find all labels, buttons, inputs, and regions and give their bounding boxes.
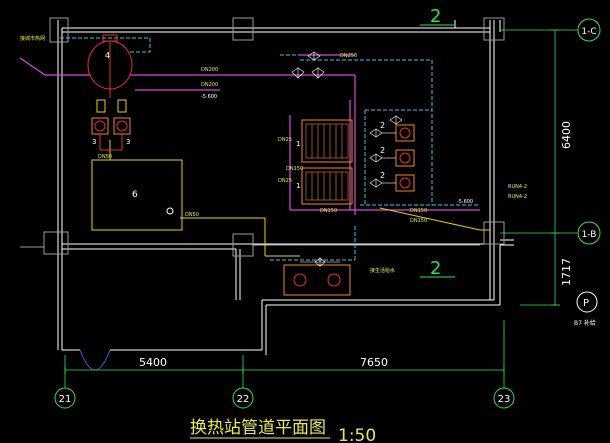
axis-bubble-21: [54, 387, 76, 409]
label-dn250: DN250: [340, 53, 357, 59]
label-dn25-a: DN25: [278, 137, 292, 143]
reference-note: B7 补给: [574, 319, 596, 327]
dimension-6400: 6400: [560, 121, 573, 149]
label-dn150-a: DN150: [410, 208, 427, 214]
label-note-mid: 接生活给水: [370, 267, 395, 274]
column-21-1c: [49, 17, 69, 43]
label-dn25-b: DN25: [278, 178, 292, 184]
tank-number: 4: [105, 51, 110, 60]
pump-number-left: 3: [92, 138, 96, 146]
label-level-b: -5.600: [457, 199, 473, 205]
heat-exchangers: 1 1: [296, 119, 353, 205]
exchanger-number-1: 1: [296, 140, 300, 148]
column-23-1c: [483, 17, 505, 41]
pump-group-left: 3 3: [91, 99, 131, 151]
svg-text:P: P: [583, 298, 589, 309]
pipe-return-cyan: [60, 37, 480, 261]
label-note-left: 接城市热网: [20, 35, 45, 42]
label-dn150-d: DN150: [286, 166, 303, 172]
column-21-1b: [43, 231, 69, 255]
axis-bubbles: [54, 18, 601, 409]
label-level-a: -5.600: [201, 94, 217, 100]
label-dn200-a: DN200: [201, 67, 218, 73]
valves: [291, 51, 403, 125]
label-note-right-b: RUN4-2: [508, 194, 527, 200]
label-dn150-c: DN150: [320, 208, 337, 214]
label-note-right-a: RUN4-2: [508, 184, 527, 190]
water-tank-box: 6: [91, 159, 183, 231]
column-22-1c: [232, 17, 254, 41]
label-dn50-b: DN50: [185, 212, 199, 218]
axis-label-23: 23: [498, 394, 511, 405]
axis-label-21: 21: [59, 394, 72, 405]
axis-bubble-1c: [577, 18, 601, 42]
dimension-1717: 1717: [560, 258, 573, 286]
mark-2b: 2: [380, 146, 385, 155]
dimension-5400: 5400: [139, 356, 167, 369]
axis-label-1c: 1-C: [581, 27, 596, 37]
room-mark-top: 2: [430, 6, 441, 27]
dimension-7650: 7650: [360, 356, 388, 369]
axis-label-22: 22: [237, 394, 250, 405]
axis-bubble-23: [493, 387, 515, 409]
label-dn150-b: DN150: [410, 218, 427, 224]
axis-label-1b: 1-B: [582, 230, 597, 240]
mark-2a: 2: [380, 121, 385, 130]
mark-2c: 2: [380, 171, 385, 180]
axis-grid: [64, 29, 585, 388]
axis-bubble-22: [232, 387, 254, 409]
pipe-aux-yellow: [109, 140, 490, 257]
softener-unit: [283, 257, 351, 296]
expansion-tank: 4: [87, 34, 133, 98]
label-dn50-a: DN50: [98, 154, 112, 160]
box-number: 6: [132, 190, 138, 200]
exchanger-number-2: 1: [296, 182, 300, 190]
pipe-supply-magenta: [19, 54, 480, 215]
pump-group-right: 2 2 2: [369, 121, 415, 192]
structural-columns: [20, 17, 505, 257]
building-walls: [57, 20, 514, 355]
reference-symbol: P B7 补给: [574, 291, 598, 327]
pump-number-right: 3: [126, 138, 130, 146]
drawing-title-block: 换热站管道平面图 1:50: [190, 418, 376, 443]
door-swing: [79, 349, 111, 371]
label-dn200-b: DN200: [201, 82, 218, 88]
drawing-scale: 1:50: [338, 426, 376, 443]
room-mark-middle: 2: [430, 258, 441, 279]
drawing-title: 换热站管道平面图: [190, 418, 326, 438]
axis-bubble-1b: [577, 221, 601, 245]
